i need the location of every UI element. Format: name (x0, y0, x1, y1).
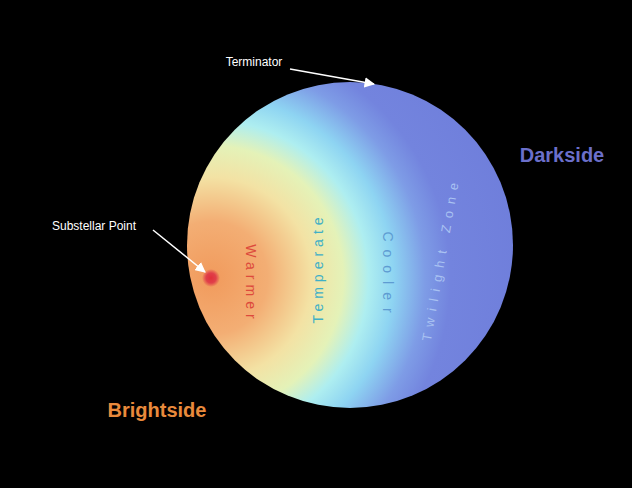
substellar-label: Substellar Point (52, 220, 136, 232)
brightside-label: Brightside (108, 400, 207, 420)
substellar-leader (153, 230, 205, 272)
terminator-label: Terminator (226, 56, 283, 68)
band-label: Warmer (244, 244, 258, 323)
planet-disc (187, 82, 513, 408)
band-label: Temperate (311, 212, 325, 323)
band-label: Cooler (381, 231, 395, 320)
terminator-leader (290, 69, 374, 84)
darkside-label: Darkside (520, 145, 605, 165)
